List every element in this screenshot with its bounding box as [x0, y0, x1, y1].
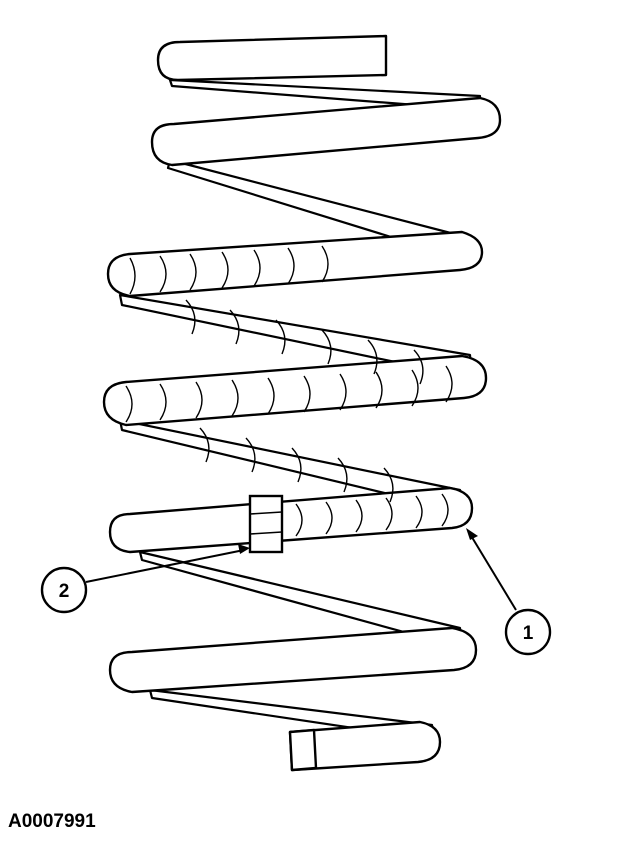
spring-back-strands — [118, 78, 482, 742]
callout-1: 1 — [466, 528, 552, 656]
figure-id: A0007991 — [8, 811, 96, 832]
wrap-retaining-sleeve — [248, 494, 284, 554]
protective-wrap-hatching — [125, 245, 453, 537]
callout-2-number: 2 — [59, 581, 70, 602]
callout-2: 2 — [40, 544, 250, 614]
spring-front-coils — [102, 34, 502, 772]
callout-1-number: 1 — [523, 623, 534, 644]
